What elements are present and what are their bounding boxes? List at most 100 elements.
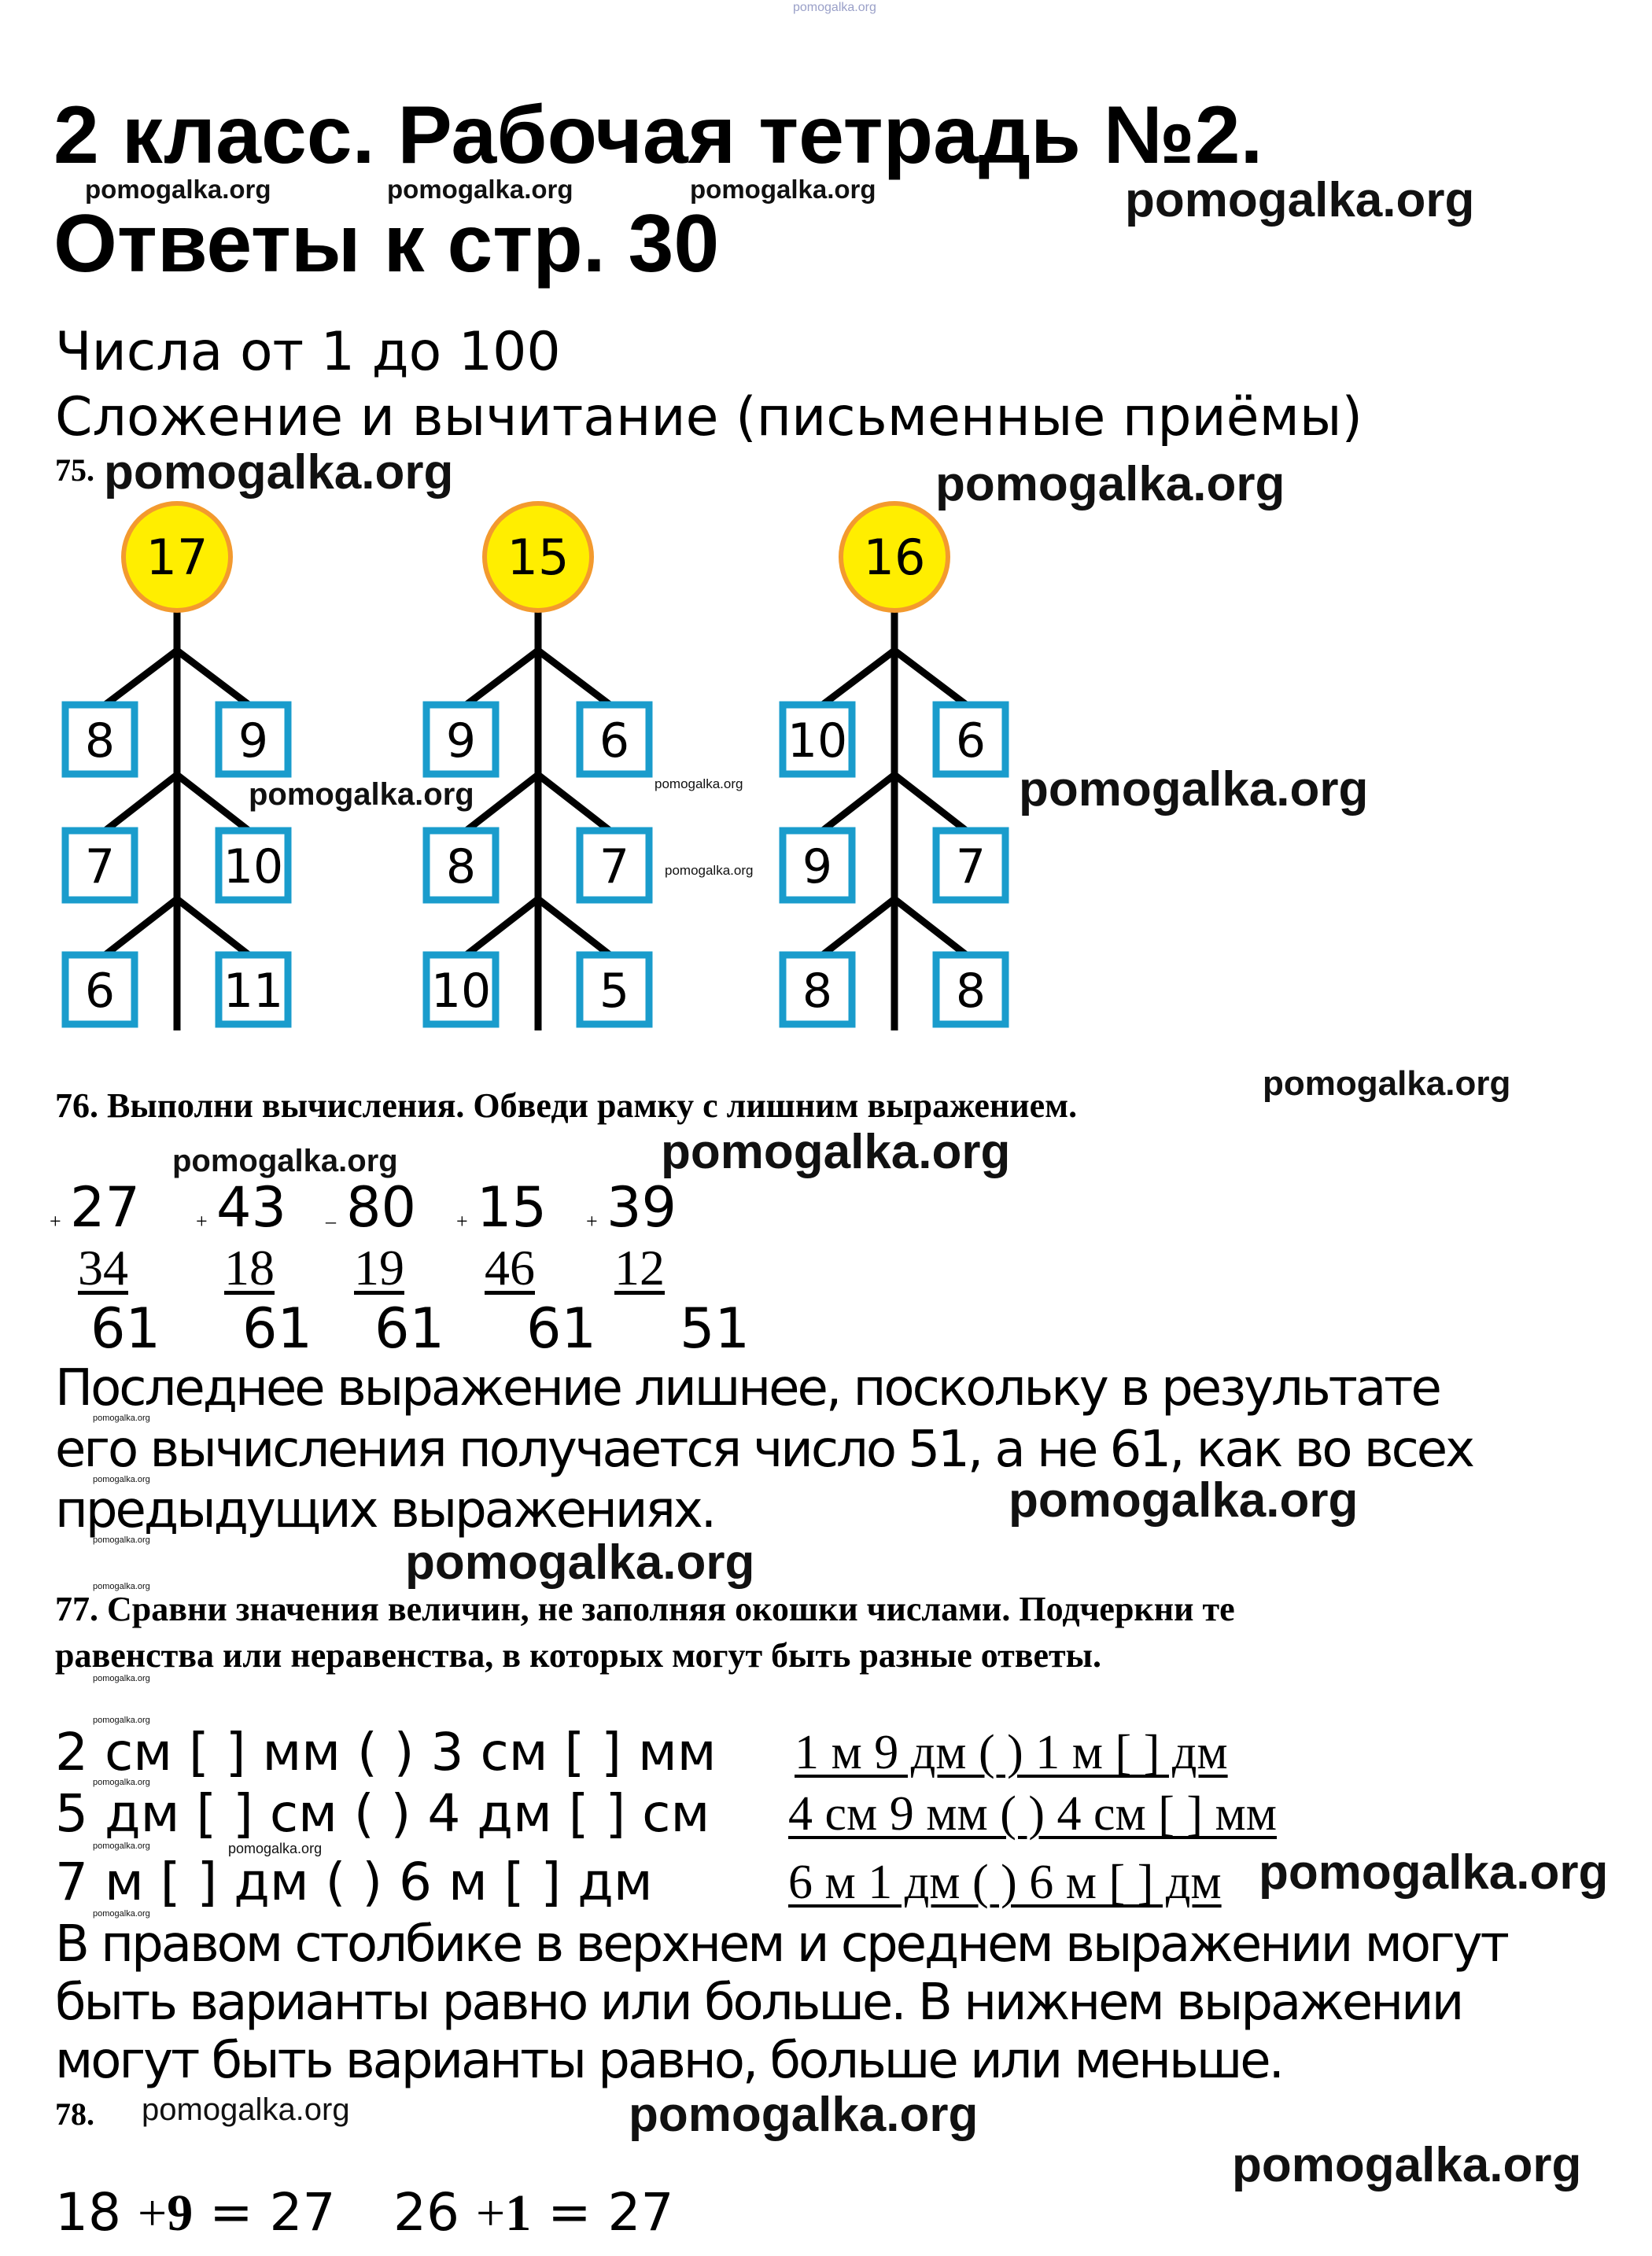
watermark: pomogalka.org <box>387 175 573 204</box>
watermark: pomogalka.org <box>93 1582 150 1591</box>
task-76-explanation-line: Последнее выражение лишнее, поскольку в … <box>55 1359 1442 1417</box>
task-77-explanation-line: быть варианты равно или больше. В нижнем… <box>55 1974 1464 2032</box>
tree-branch <box>175 647 250 707</box>
tree-box <box>576 951 653 1028</box>
topic-line-1: Числа от 1 до 100 <box>55 321 561 383</box>
equation-equals: = <box>209 2182 253 2243</box>
compare-left: 2 см [ ] мм ( ) 3 см [ ] мм <box>55 1722 717 1782</box>
minuend-or-addend: 43 <box>216 1175 287 1240</box>
equation-2: 26 +1 = 27 <box>393 2187 673 2239</box>
tree-box-number: 6 <box>85 964 115 1019</box>
tree-branch <box>104 772 179 833</box>
operation-sign: + <box>586 1210 598 1233</box>
page-title: 2 класс. Рабочая тетрадь №2. <box>53 90 1263 181</box>
watermark: pomogalka.org <box>1125 173 1475 227</box>
watermark: pomogalka.org <box>1259 1845 1609 1900</box>
watermark: pomogalka.org <box>93 1841 150 1851</box>
page-subtitle: Ответы к стр. 30 <box>53 198 720 289</box>
second-operand: 18 <box>224 1240 275 1296</box>
tree-box <box>422 827 500 904</box>
watermark: pomogalka.org <box>1263 1064 1511 1103</box>
watermark: pomogalka.org <box>93 1716 150 1725</box>
second-operand: 19 <box>354 1240 404 1296</box>
tree-branch <box>175 896 250 957</box>
tree-box-number: 10 <box>787 713 847 769</box>
tree-root-circle <box>839 501 950 613</box>
watermark: pomogalka.org <box>172 1144 398 1178</box>
tree-branch <box>821 896 897 957</box>
tree-box <box>932 827 1009 904</box>
equation-term: 18 <box>55 2182 121 2243</box>
watermark: pomogalka.org <box>249 777 474 812</box>
watermark: pomogalka.org <box>142 2092 350 2127</box>
tree-box-number: 7 <box>85 839 115 894</box>
operation-sign: + <box>196 1210 208 1233</box>
watermark: pomogalka.org <box>104 445 454 499</box>
tree-box <box>932 951 1009 1028</box>
equation-result: 27 <box>269 2182 336 2243</box>
operation-sign: + <box>456 1210 468 1233</box>
second-operand: 34 <box>78 1240 128 1296</box>
watermark: pomogalka.org <box>93 1414 150 1423</box>
tree-box <box>422 701 500 778</box>
tree-box-number: 9 <box>802 839 832 894</box>
tree-box <box>215 951 292 1028</box>
equation-term: 1 <box>505 2184 532 2242</box>
watermark: pomogalka.org <box>93 1535 150 1545</box>
minuend-or-addend: 80 <box>346 1175 417 1240</box>
watermark: pomogalka.org <box>405 1535 755 1590</box>
watermark: pomogalka.org <box>629 2088 979 2142</box>
tree-box-number: 11 <box>223 964 283 1019</box>
task-77-heading-line: 77. Сравни значения величин, не заполняя… <box>55 1590 1235 1628</box>
tree-branch <box>821 647 897 707</box>
tree-root-number: 17 <box>146 529 208 586</box>
second-operand: 12 <box>614 1240 665 1296</box>
tree-branch <box>104 896 179 957</box>
operation-sign: – <box>326 1210 336 1233</box>
task-76-heading: 76. Выполни вычисления. Обведи рамку с л… <box>55 1086 1078 1125</box>
tree-box <box>576 827 653 904</box>
tree-branch <box>175 772 250 833</box>
tree-box <box>779 827 856 904</box>
tree-box-number: 7 <box>599 839 629 894</box>
result: 61 <box>242 1296 313 1361</box>
compare-right-underlined: 6 м 1 дм ( ) 6 м [ ] дм <box>788 1856 1222 1909</box>
tree-box <box>932 701 1009 778</box>
watermark: pomogalka.org <box>1232 2138 1582 2192</box>
tree-box <box>576 701 653 778</box>
watermark: pomogalka.org <box>93 1778 150 1787</box>
second-operand: 46 <box>485 1240 535 1296</box>
tree-box-number: 8 <box>446 839 476 894</box>
watermark: pomogalka.org <box>93 1674 150 1683</box>
watermark: pomogalka.org <box>655 776 743 791</box>
watermark: pomogalka.org <box>228 1841 323 1856</box>
equation-operator: + <box>137 2184 168 2242</box>
tree-box-number: 6 <box>599 713 629 769</box>
tree-box-number: 8 <box>956 964 986 1019</box>
tree-box-number: 8 <box>85 713 115 769</box>
watermark: pomogalka.org <box>690 175 876 204</box>
tree-box <box>215 701 292 778</box>
minuend-or-addend: 27 <box>70 1175 141 1240</box>
task-77-explanation-line: могут быть варианты равно, больше или ме… <box>55 2032 1285 2090</box>
watermark: pomogalka.org <box>793 1 876 14</box>
tree-box <box>215 827 292 904</box>
tree-root-number: 15 <box>507 529 570 586</box>
tree-box <box>61 701 138 778</box>
minuend-or-addend: 15 <box>477 1175 548 1240</box>
task-76-explanation-line: предыдущих выражениях. <box>55 1481 717 1539</box>
compare-left: 5 дм [ ] см ( ) 4 дм [ ] см <box>55 1783 710 1844</box>
watermark: pomogalka.org <box>85 175 271 204</box>
tree-box-number: 9 <box>238 713 268 769</box>
task-75-number: 75. <box>55 452 94 488</box>
tree-box <box>779 701 856 778</box>
tree-box <box>61 951 138 1028</box>
result: 61 <box>526 1296 597 1361</box>
tree-root-number: 16 <box>864 529 926 586</box>
tree-box-number: 10 <box>431 964 491 1019</box>
equation-equals: = <box>548 2182 592 2243</box>
watermark: pomogalka.org <box>661 1125 1011 1179</box>
result: 51 <box>680 1296 750 1361</box>
result: 61 <box>90 1296 161 1361</box>
